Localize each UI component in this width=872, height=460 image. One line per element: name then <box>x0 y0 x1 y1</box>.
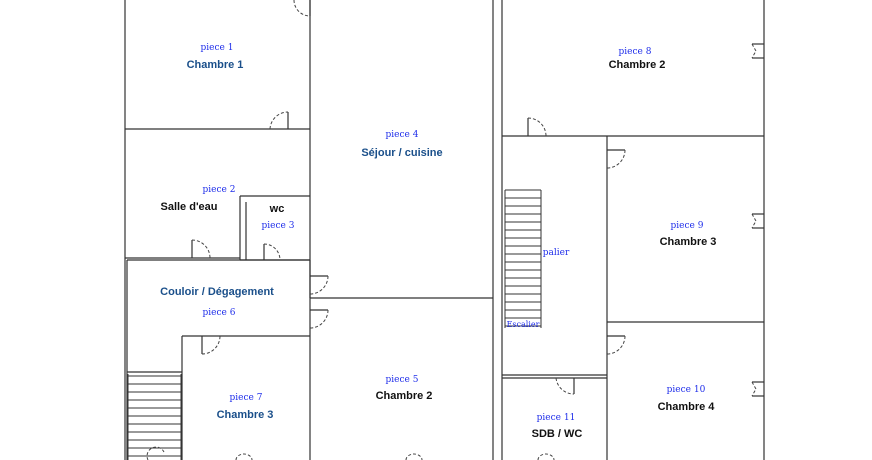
stair-marker-label: Escalier <box>507 320 540 329</box>
room-number: piece 2 <box>203 185 236 195</box>
doors <box>146 0 764 460</box>
room-name: Séjour / cuisine <box>361 147 442 159</box>
door-swing-arc <box>201 335 221 355</box>
room-name: Chambre 3 <box>660 236 717 248</box>
room-number: piece 4 <box>386 130 419 140</box>
walls-right-building <box>501 0 765 460</box>
door-swing-arc <box>293 0 311 17</box>
room-name: Chambre 4 <box>658 401 716 413</box>
door-swing-arc <box>751 213 757 229</box>
palier-label: palier <box>543 248 570 258</box>
room-sdb: piece 11 SDB / WC <box>532 413 583 440</box>
door-chambre2-right <box>751 43 764 59</box>
door-swing-arc <box>405 453 423 460</box>
room-number: piece 6 <box>203 308 236 318</box>
door-swing-arc <box>309 275 329 295</box>
room-chambre1: piece 1 Chambre 1 <box>187 43 244 71</box>
door-swing-arc <box>606 149 626 169</box>
door-swing-arc <box>751 43 757 59</box>
door-swing-arc <box>555 377 575 395</box>
door-swing-arc <box>269 111 289 130</box>
door-chambre3-left <box>201 335 221 355</box>
room-name: Chambre 3 <box>217 409 274 421</box>
room-number: piece 10 <box>667 385 706 395</box>
door-swing-arc <box>751 381 757 397</box>
door-wc <box>263 243 281 261</box>
door-salle-eau <box>191 239 211 259</box>
staircase-left <box>127 374 182 460</box>
door-chambre4-right-side <box>751 381 764 397</box>
door-swing-arc <box>606 335 626 355</box>
room-name: wc <box>269 203 285 215</box>
room-number: piece 11 <box>537 413 576 423</box>
door-couloir-chambre2 <box>309 309 329 329</box>
walls-left-building <box>124 0 494 460</box>
room-number: piece 5 <box>386 375 419 385</box>
room-number: piece 9 <box>671 221 704 231</box>
door-swing-arc <box>309 309 329 329</box>
door-sdb <box>555 377 575 395</box>
room-chambre2-bottom: piece 5 Chambre 2 <box>376 375 433 402</box>
room-name: Chambre 1 <box>187 59 244 71</box>
room-number: piece 7 <box>230 393 263 403</box>
room-chambre3-left: piece 7 Chambre 3 <box>217 393 274 421</box>
room-chambre2-right: piece 8 Chambre 2 <box>609 47 666 71</box>
room-number: piece 3 <box>262 221 295 231</box>
door-swing-arc <box>537 453 555 460</box>
door-swing-arc <box>527 117 547 137</box>
room-couloir: Couloir / Dégagement piece 6 <box>160 286 274 318</box>
door-couloir-sejour <box>309 275 329 295</box>
room-wc: wc piece 3 <box>262 203 295 231</box>
room-number: piece 8 <box>619 47 652 57</box>
room-name: Couloir / Dégagement <box>160 286 274 298</box>
room-name: Chambre 2 <box>609 59 666 71</box>
door-swing-arc <box>235 453 253 460</box>
door-chambre3-right <box>606 149 626 169</box>
door-swing-arc <box>263 243 281 261</box>
room-salle-eau: piece 2 Salle d'eau <box>160 185 235 213</box>
door-swing-arc <box>146 446 165 460</box>
room-chambre3-right: piece 9 Chambre 3 <box>660 221 717 248</box>
staircase-right <box>504 189 542 328</box>
door-palier-top <box>527 117 547 137</box>
room-chambre4: piece 10 Chambre 4 <box>658 385 716 413</box>
room-name: SDB / WC <box>532 428 583 440</box>
door-swing-arc <box>191 239 211 259</box>
room-number: piece 1 <box>201 43 234 53</box>
room-name: Chambre 2 <box>376 390 433 402</box>
door-chambre3-right-side <box>751 213 764 229</box>
room-name: Salle d'eau <box>160 201 217 213</box>
door-chambre4 <box>606 335 626 355</box>
door-chambre1-top <box>293 0 311 17</box>
room-sejour: piece 4 Séjour / cuisine <box>361 130 442 159</box>
door-chambre1-bottom <box>269 111 289 130</box>
